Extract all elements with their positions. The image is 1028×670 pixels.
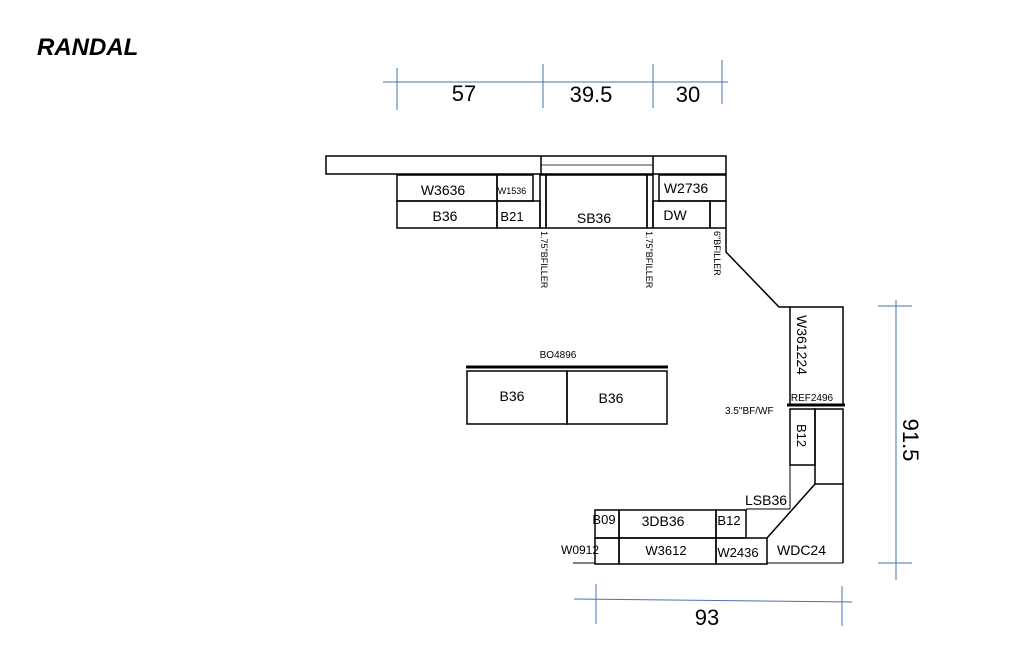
label-sb36: SB36 xyxy=(577,210,611,226)
label-w3612: W3612 xyxy=(645,543,686,558)
label-dw: DW xyxy=(663,207,687,223)
label-w2736: W2736 xyxy=(664,180,709,196)
label-filler-3: 6"BFILLER xyxy=(712,231,722,276)
label-w3636: W3636 xyxy=(421,182,466,198)
label-wdc24: WDC24 xyxy=(777,542,826,558)
label-w1536: W1536 xyxy=(498,186,527,196)
label-b21: B21 xyxy=(500,209,523,224)
top-counter-strip xyxy=(325,155,727,175)
filler-2-box xyxy=(646,174,654,229)
page-title: RANDAL xyxy=(37,34,139,61)
label-b12-bottom: B12 xyxy=(717,513,740,528)
label-bf-wf: 3.5"BF/WF xyxy=(725,406,774,417)
bottom-dimension-line xyxy=(573,598,853,603)
filler-3-box xyxy=(709,200,727,229)
filler-1-box xyxy=(539,174,547,229)
dimension-lines xyxy=(383,60,912,626)
cabinet-outlines xyxy=(325,155,845,565)
corner-connector-line xyxy=(725,228,790,308)
dimension-top-2: 39.5 xyxy=(570,82,613,107)
label-lsb36: LSB36 xyxy=(745,492,787,508)
label-bo4896: BO4896 xyxy=(540,350,577,361)
label-w361224: W361224 xyxy=(794,315,810,375)
label-filler-1: 1.75"BFILLER xyxy=(539,231,549,289)
island-b36-right-box xyxy=(566,370,668,425)
cabinet-w2436-box xyxy=(715,537,768,565)
dimension-top-1: 57 xyxy=(452,81,476,106)
label-w2436: W2436 xyxy=(717,545,758,560)
label-b36-top: B36 xyxy=(433,208,458,224)
label-b12-right: B12 xyxy=(794,424,809,447)
diagonal-line xyxy=(766,483,816,539)
cabinet-ref-box xyxy=(814,408,844,485)
dimension-top-3: 30 xyxy=(676,82,700,107)
label-w0912: W0912 xyxy=(561,543,599,557)
label-b09: B09 xyxy=(592,512,615,527)
label-filler-2: 1.75"BFILLER xyxy=(644,231,654,289)
label-island-b36-left: B36 xyxy=(500,388,525,404)
label-ref2496: REF2496 xyxy=(791,393,834,404)
dimension-bottom: 93 xyxy=(695,605,719,630)
label-island-b36-right: B36 xyxy=(599,390,624,406)
dimension-right: 91.5 xyxy=(898,419,923,462)
label-3db36: 3DB36 xyxy=(642,513,685,529)
